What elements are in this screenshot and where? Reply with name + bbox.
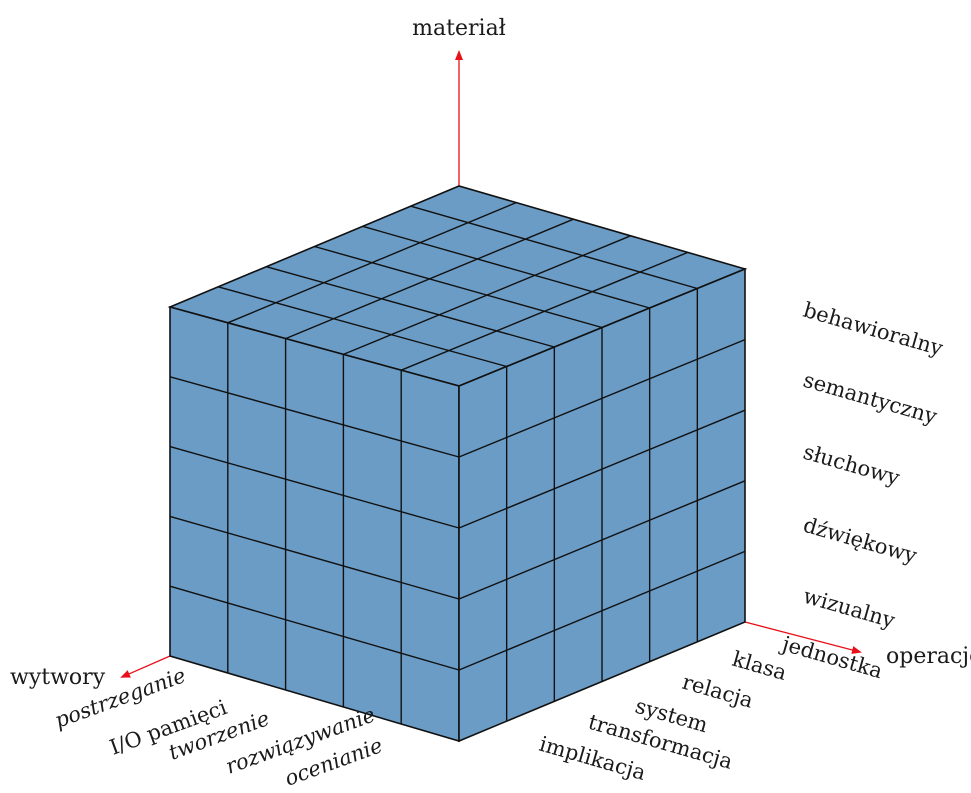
operations-label: relacja [680, 670, 756, 713]
material-label: semantyczny [801, 368, 940, 429]
cube-grid [169, 201, 746, 724]
left-face-row-line [169, 585, 460, 671]
material-label: wizualny [801, 584, 898, 633]
left-face-row-line [169, 515, 460, 600]
left-face-row-line [169, 445, 460, 529]
cube [167, 185, 748, 743]
operations-label: jednostka [777, 631, 886, 683]
right-axis [744, 621, 862, 654]
axis-title-material: materiał [412, 16, 506, 41]
top-face-line [314, 245, 603, 329]
axes [120, 50, 862, 678]
right-face-row-line [458, 550, 746, 671]
material-label: dźwiękowy [801, 513, 920, 568]
material-label: słuchowy [801, 440, 903, 490]
right-face-row-line [458, 480, 746, 600]
axis-title-products: wytwory [10, 665, 106, 690]
left-axis [120, 655, 171, 678]
left-face-row-line [169, 376, 460, 458]
axis-title-operations: operacje [886, 644, 971, 669]
material-label: behawioralny [801, 298, 946, 361]
right-face-row-line [458, 409, 746, 529]
top-face-line [410, 205, 698, 290]
top-face-line [217, 286, 507, 368]
top-face-line [266, 265, 555, 348]
material-labels: behawioralny semantyczny słuchowy dźwięk… [801, 298, 946, 633]
right-face-row-line [458, 338, 746, 458]
top-face-line [362, 225, 650, 309]
